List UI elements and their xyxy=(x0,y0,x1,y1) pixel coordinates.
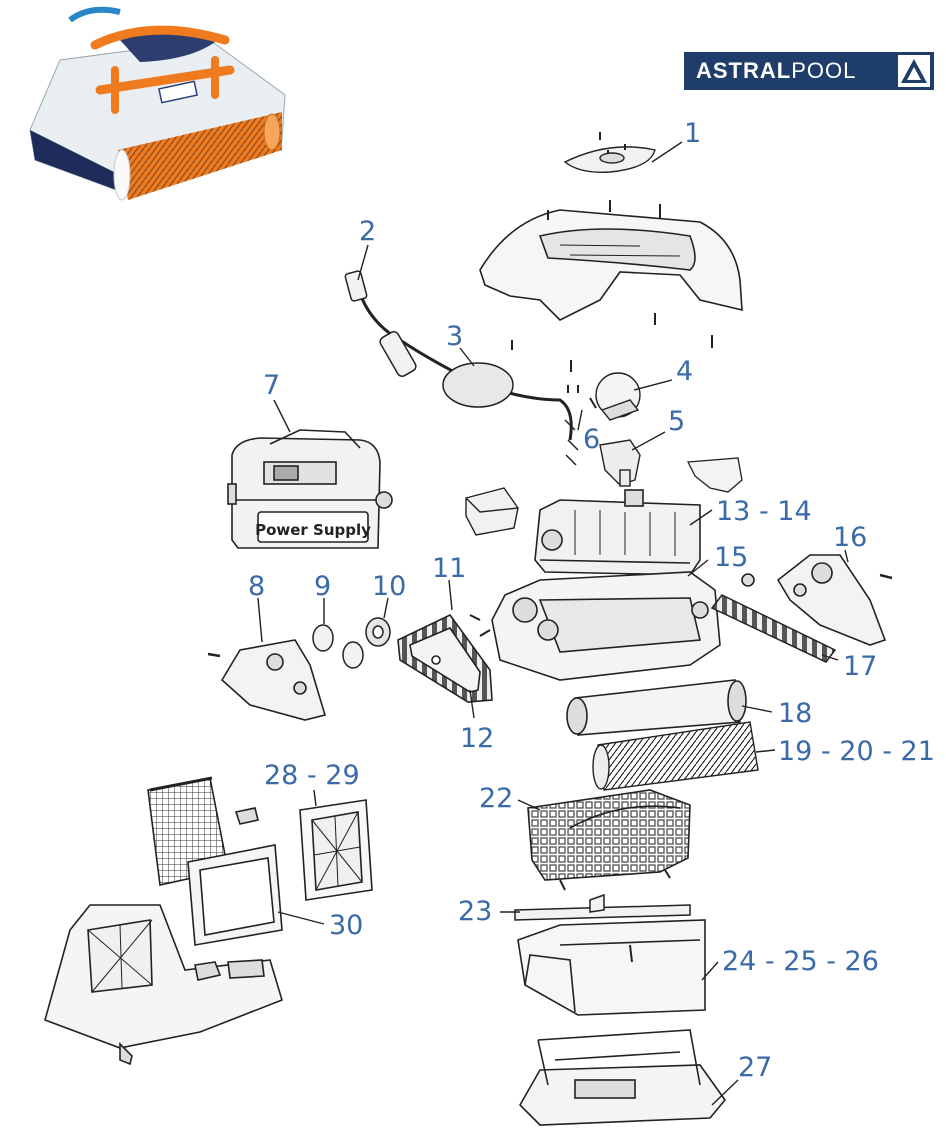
upper-housing xyxy=(479,200,743,350)
callout-15: 15 xyxy=(714,542,749,573)
leader-1 xyxy=(651,141,683,163)
leader-24 xyxy=(701,961,719,981)
part-9-bushings xyxy=(312,624,364,669)
retainer-clip xyxy=(686,457,743,493)
part-18-roller xyxy=(566,679,747,736)
callout-23: 23 xyxy=(458,896,493,927)
callout-18: 18 xyxy=(778,698,813,729)
leader-7 xyxy=(273,399,291,433)
leader-lines xyxy=(257,141,849,1106)
leader-16 xyxy=(844,549,849,563)
callout-9: 9 xyxy=(314,571,332,602)
callout-4: 4 xyxy=(676,356,694,387)
part-27-base-frame xyxy=(519,1029,727,1126)
logo-triangle-icon xyxy=(898,55,930,87)
leader-4 xyxy=(633,379,673,391)
leader-18 xyxy=(741,705,773,713)
callout-7: 7 xyxy=(263,370,281,401)
part-4-cover xyxy=(567,360,641,421)
part-13-14-motor-block xyxy=(534,489,701,576)
leader-11 xyxy=(448,579,453,611)
part-8-left-side-cover xyxy=(207,639,327,721)
power-supply-label: Power Supply xyxy=(255,521,371,539)
part-5-6-connector xyxy=(589,397,641,487)
part-16-right-side-cover xyxy=(741,554,893,646)
callout-30: 30 xyxy=(329,910,364,941)
callout-13-14: 13 - 14 xyxy=(716,496,812,527)
part-24-25-26-tray xyxy=(517,919,706,1016)
part-1-top-clip xyxy=(563,132,656,173)
leader-28 xyxy=(313,789,317,807)
part-22-filter-basket xyxy=(527,789,691,891)
callout-11: 11 xyxy=(432,553,467,584)
part-15-chassis xyxy=(469,571,721,681)
leader-13 xyxy=(689,509,713,526)
part-2-3-cable-and-float xyxy=(344,270,579,466)
callout-12: 12 xyxy=(460,723,495,754)
part-17-right-track xyxy=(710,594,837,663)
leader-17 xyxy=(821,654,839,661)
logo-text-light: POOL xyxy=(791,58,857,83)
leader-22 xyxy=(517,799,541,811)
callout-5: 5 xyxy=(668,406,686,437)
callout-16: 16 xyxy=(833,522,868,553)
callout-10: 10 xyxy=(372,571,407,602)
motor-cap xyxy=(465,487,519,536)
callout-8: 8 xyxy=(248,571,266,602)
part-11-12-left-track xyxy=(397,613,493,703)
leader-12 xyxy=(469,689,475,719)
callout-27: 27 xyxy=(738,1052,773,1083)
leader-3 xyxy=(459,347,475,367)
leader-10 xyxy=(383,597,389,619)
part-19-20-21-brush xyxy=(592,721,759,791)
leader-15 xyxy=(687,559,709,577)
part-23-bracket xyxy=(514,893,691,921)
logo-text: ASTRALPOOL xyxy=(684,58,856,84)
callout-1: 1 xyxy=(684,118,702,149)
filter-assembly xyxy=(44,776,283,1066)
callout-2: 2 xyxy=(359,216,377,247)
callout-24-25-26: 24 - 25 - 26 xyxy=(722,946,879,977)
part-7-power-supply xyxy=(227,429,393,549)
leader-5 xyxy=(631,431,666,451)
leader-6 xyxy=(577,409,583,431)
leader-19 xyxy=(755,749,776,753)
robot-photo xyxy=(29,6,286,201)
callout-19-20-21: 19 - 20 - 21 xyxy=(778,736,935,767)
leader-2 xyxy=(357,244,369,281)
callout-3: 3 xyxy=(446,321,464,352)
astralpool-logo: ASTRALPOOL xyxy=(684,52,934,90)
callout-22: 22 xyxy=(479,783,514,814)
logo-text-bold: ASTRAL xyxy=(696,58,792,83)
part-10-gear xyxy=(365,617,391,647)
callout-17: 17 xyxy=(843,651,878,682)
callout-6: 6 xyxy=(583,424,601,455)
leader-27 xyxy=(711,1079,739,1106)
callout-28-29: 28 - 29 xyxy=(264,760,360,791)
leader-8 xyxy=(257,597,263,643)
part-28-29-filter-panel xyxy=(299,799,373,901)
leader-30 xyxy=(277,911,325,925)
